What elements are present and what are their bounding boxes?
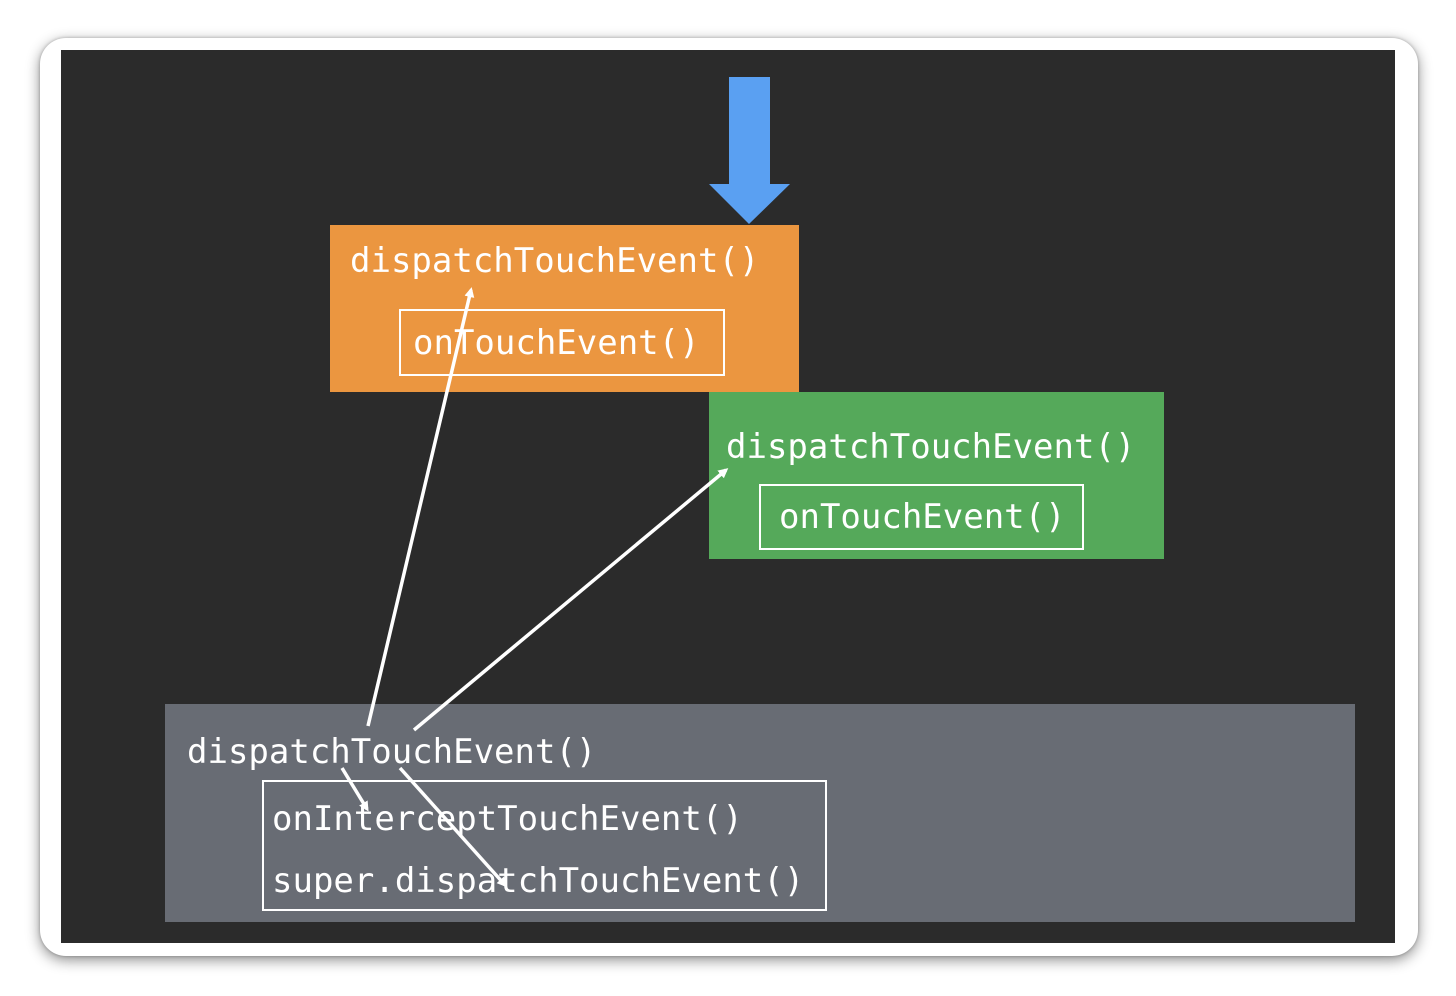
green-on-touch-box: onTouchEvent() bbox=[759, 484, 1084, 550]
gray-intercept-label: onInterceptTouchEvent() bbox=[272, 799, 743, 839]
gray-methods-box: onInterceptTouchEvent() super.dispatchTo… bbox=[262, 780, 827, 911]
orange-dispatch-label: dispatchTouchEvent() bbox=[350, 241, 760, 281]
orange-on-touch-label: onTouchEvent() bbox=[413, 323, 700, 363]
green-on-touch-label: onTouchEvent() bbox=[779, 497, 1066, 537]
gray-dispatch-label: dispatchTouchEvent() bbox=[187, 732, 597, 772]
orange-on-touch-box: onTouchEvent() bbox=[399, 309, 725, 376]
gray-super-dispatch-label: super.dispatchTouchEvent() bbox=[272, 861, 805, 901]
orange-view-group-box: dispatchTouchEvent() onTouchEvent() bbox=[330, 225, 799, 392]
gray-activity-box: dispatchTouchEvent() onInterceptTouchEve… bbox=[165, 704, 1355, 922]
diagram-canvas: dispatchTouchEvent() onTouchEvent() disp… bbox=[61, 50, 1395, 943]
green-view-box: dispatchTouchEvent() onTouchEvent() bbox=[709, 392, 1164, 559]
green-dispatch-label: dispatchTouchEvent() bbox=[726, 427, 1136, 467]
